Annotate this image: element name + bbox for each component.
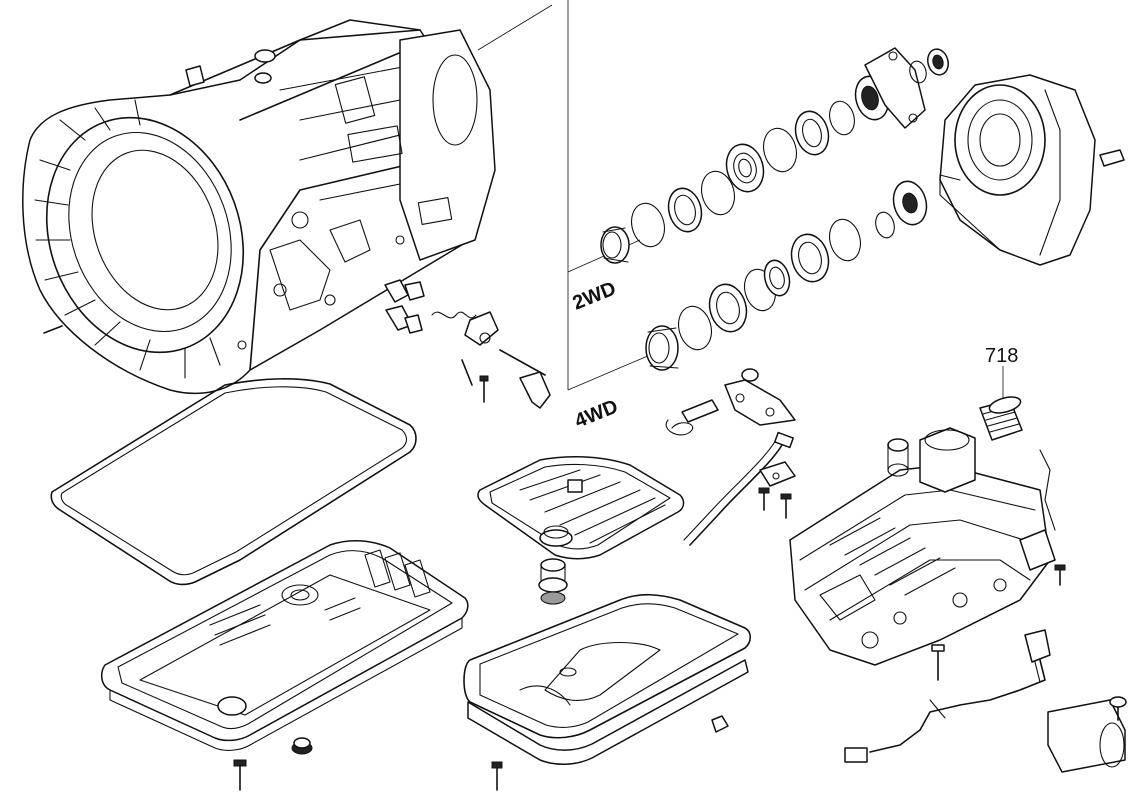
output-shaft-parts-2wd xyxy=(600,47,949,264)
label-2wd: 2WD xyxy=(570,278,619,315)
pan-hardware-left xyxy=(233,737,503,791)
transmission-case xyxy=(22,19,496,395)
wiring-harness xyxy=(844,629,1051,763)
part-718-connector xyxy=(979,366,1023,441)
leader-line xyxy=(477,4,553,51)
solenoid xyxy=(1047,696,1127,773)
drive-variant-brackets xyxy=(567,0,651,391)
oil-filter xyxy=(477,455,685,560)
filter-seal xyxy=(538,558,568,605)
part-number-718: 718 xyxy=(985,345,1018,367)
extension-housing xyxy=(939,74,1125,266)
metal-oil-pan xyxy=(463,593,752,765)
case-fittings xyxy=(237,279,425,350)
label-4wd: 4WD xyxy=(572,396,621,433)
selector-linkage xyxy=(665,368,796,546)
oil-pan-gasket xyxy=(50,378,417,586)
valve-body xyxy=(789,427,1066,681)
parking-lock-assembly xyxy=(431,311,551,409)
oil-pan xyxy=(100,540,469,751)
output-shaft-parts-4wd xyxy=(645,180,928,371)
